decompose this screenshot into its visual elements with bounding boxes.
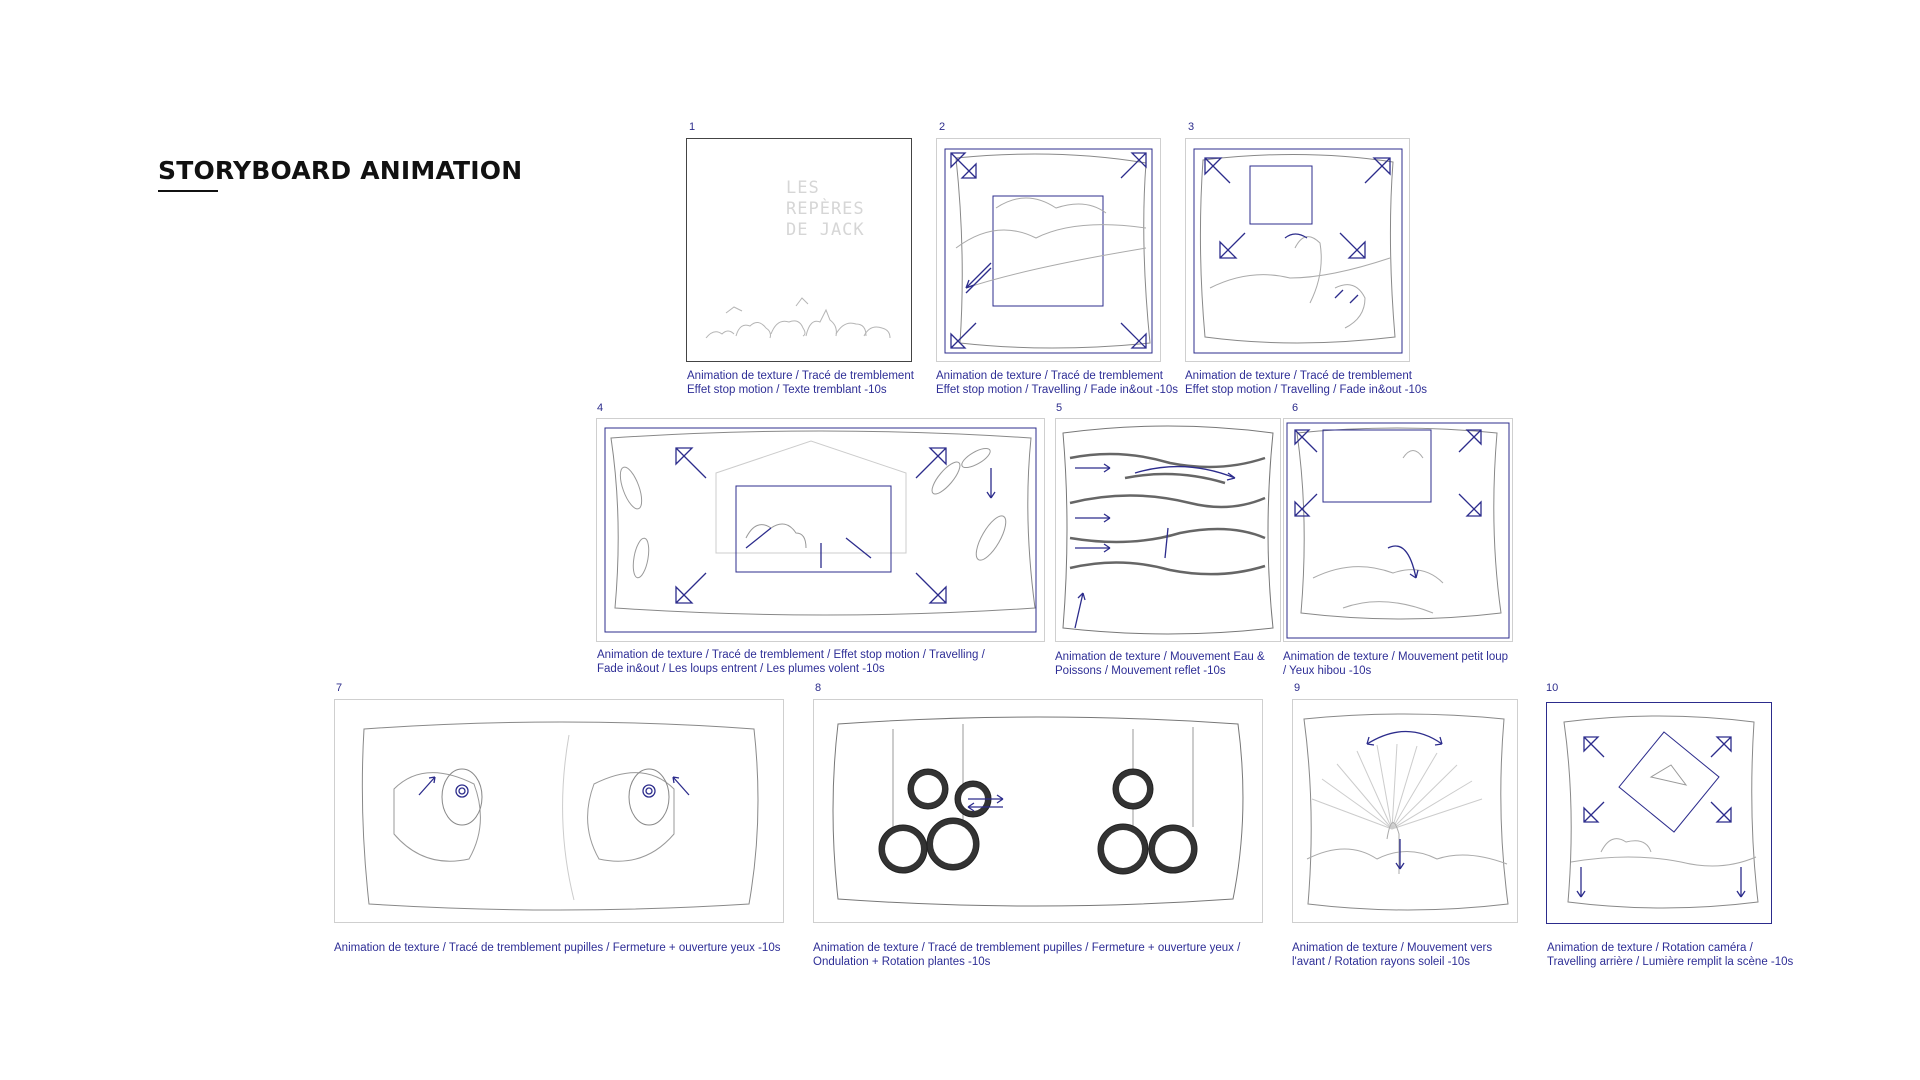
panel-number-10: 10 <box>1546 682 1559 694</box>
panel-caption-8: Animation de texture / Tracé de tremblem… <box>813 942 1241 968</box>
panel-number-1: 1 <box>689 121 696 133</box>
panel-number-5: 5 <box>1056 402 1063 414</box>
panel-3-sketch <box>1185 138 1410 362</box>
panel-number-8: 8 <box>815 682 822 694</box>
panel-number-9: 9 <box>1294 682 1301 694</box>
storyboard-panel-2[interactable] <box>936 138 1161 362</box>
panel-number-7: 7 <box>336 682 343 694</box>
panel-number-2: 2 <box>939 121 946 133</box>
panel-4-sketch <box>596 418 1045 642</box>
panel-6-sketch <box>1283 418 1513 642</box>
storyboard-panel-6[interactable] <box>1283 418 1513 642</box>
panel-caption-5: Animation de texture / Mouvement Eau & P… <box>1055 651 1265 677</box>
title-underline <box>158 190 218 192</box>
panel-caption-1: Animation de texture / Tracé de tremblem… <box>687 370 914 396</box>
panel-caption-10: Animation de texture / Rotation caméra /… <box>1547 942 1794 968</box>
storyboard-panel-3[interactable] <box>1185 138 1410 362</box>
panel-caption-4: Animation de texture / Tracé de tremblem… <box>597 649 985 675</box>
storyboard-panel-4[interactable] <box>596 418 1045 642</box>
storyboard-panel-10[interactable] <box>1546 702 1772 924</box>
storyboard-panel-9[interactable] <box>1292 699 1518 923</box>
panel-9-sketch <box>1292 699 1518 923</box>
storyboard-panel-7[interactable] <box>334 699 784 923</box>
panel-number-4: 4 <box>597 402 604 414</box>
panel-10-sketch <box>1546 702 1772 924</box>
panel-8-sketch <box>813 699 1263 923</box>
storyboard-panel-8[interactable] <box>813 699 1263 923</box>
storyboard-panel-1[interactable]: LES REPÈRES DE JACK <box>686 138 912 362</box>
page-title: STORYBOARD ANIMATION <box>158 156 523 185</box>
storyboard-panel-5[interactable] <box>1055 418 1281 642</box>
panel-1-logo-text: LES REPÈRES DE JACK <box>786 178 865 240</box>
panel-7-sketch <box>334 699 784 923</box>
panel-number-3: 3 <box>1188 121 1195 133</box>
panel-caption-2: Animation de texture / Tracé de tremblem… <box>936 370 1179 396</box>
panel-caption-9: Animation de texture / Mouvement vers l'… <box>1292 942 1493 968</box>
panel-caption-7: Animation de texture / Tracé de tremblem… <box>334 942 781 954</box>
panel-2-sketch <box>936 138 1161 362</box>
panel-number-6: 6 <box>1292 402 1299 414</box>
panel-1-sketch <box>686 138 912 362</box>
panel-caption-3: Animation de texture / Tracé de tremblem… <box>1185 370 1428 396</box>
panel-caption-6: Animation de texture / Mouvement petit l… <box>1283 651 1509 677</box>
panel-5-sketch <box>1055 418 1281 642</box>
